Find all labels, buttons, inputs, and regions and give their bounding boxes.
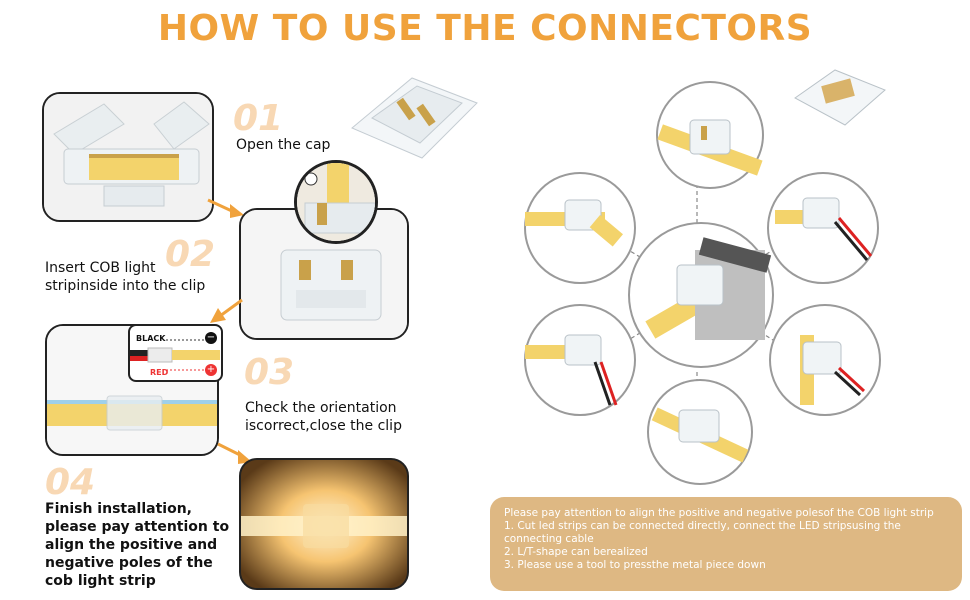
step-03-text-line2: iscorrect,close the clip (245, 418, 402, 434)
step-04-text-line3: align the positive and (45, 537, 218, 553)
step-04-text-line4: negative poles of the (45, 555, 213, 571)
step-01-photo (42, 92, 214, 222)
step-02-text-line1: Insert COB light (45, 260, 156, 276)
step-04-photo (239, 458, 409, 590)
connector-closeup-illustration (241, 210, 407, 338)
step-01-number: 01 (233, 98, 284, 139)
note-line-2: 1. Cut led strips can be connected direc… (504, 520, 901, 545)
variant-top-circle (656, 81, 764, 189)
page-title: HOW TO USE THE CONNECTORS (157, 8, 813, 49)
strip-insert-illustration (297, 163, 375, 241)
zoom-circle (294, 160, 378, 244)
variant-lower-left-circle (524, 304, 636, 416)
variant-lower-right-circle (769, 304, 881, 416)
variant-center-circle (628, 222, 774, 368)
step-04-text-line5: cob light strip (45, 573, 156, 589)
connector-cap-illustration (351, 77, 478, 159)
connector-icon (794, 69, 886, 126)
step-02-photo (239, 208, 409, 340)
step-04-text-line2: please pay attention to (45, 519, 230, 535)
step-02-number: 02 (165, 234, 216, 275)
connector-variants-diagram (505, 50, 970, 495)
step-02-text-line2: stripinside into the clip (45, 278, 206, 294)
minus-icon: − (205, 332, 217, 344)
note-line-1: Please pay attention to align the positi… (504, 507, 934, 519)
lit-strip-illustration (241, 460, 407, 588)
polarity-wires-illustration (130, 339, 220, 371)
note-line-3: 2. L/T-shape can berealized (504, 546, 648, 558)
plus-icon: + (205, 364, 217, 376)
step-04-text-line1: Finish installation, (45, 501, 192, 517)
instructions-note: Please pay attention to align the positi… (490, 497, 962, 591)
step-01-text: Open the cap (236, 137, 331, 153)
step-04-number: 04 (45, 462, 96, 503)
note-line-4: 3. Please use a tool to pressthe metal p… (504, 559, 766, 571)
variant-upper-right-circle (767, 172, 879, 284)
open-connector-illustration (44, 94, 212, 220)
arrow-icon (210, 298, 243, 323)
red-label: RED (150, 368, 169, 377)
step-03-number: 03 (244, 352, 295, 393)
variant-upper-left-circle (524, 172, 636, 284)
black-label: BLACK (136, 334, 166, 343)
variant-bottom-circle (647, 379, 753, 485)
polarity-inset: BLACK RED − + (128, 324, 223, 382)
arrow-icon (207, 198, 244, 218)
step-03-text-line1: Check the orientation (245, 400, 397, 416)
